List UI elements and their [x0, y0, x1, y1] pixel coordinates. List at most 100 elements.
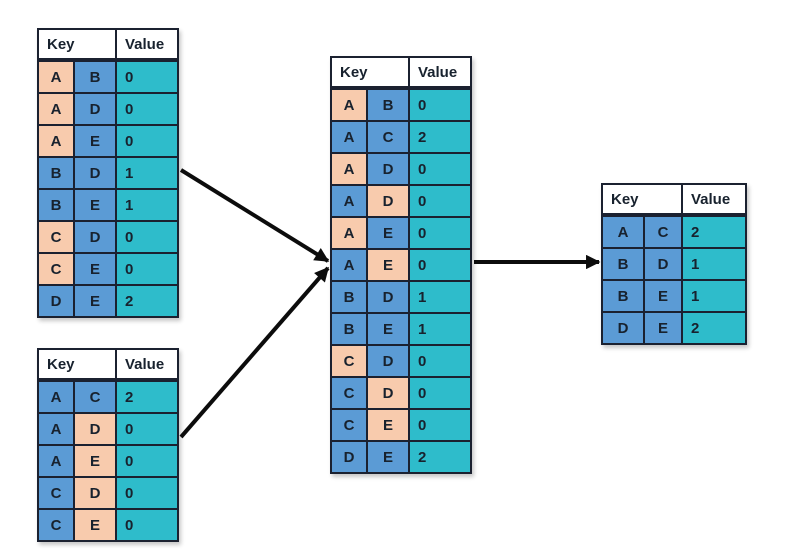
key1-cell: D — [39, 286, 73, 316]
value-cell: 1 — [410, 282, 470, 312]
key-column-header: Key — [39, 30, 115, 58]
key2-cell: B — [368, 90, 408, 120]
key-column-header: Key — [332, 58, 408, 86]
key2-cell: D — [368, 378, 408, 408]
value-cell: 0 — [410, 90, 470, 120]
key2-cell: E — [645, 313, 681, 343]
key1-cell: C — [39, 254, 73, 284]
key1-cell: A — [39, 414, 73, 444]
key2-cell: E — [75, 286, 115, 316]
value-column-header: Value — [410, 58, 470, 86]
key2-cell: D — [75, 478, 115, 508]
value-cell: 2 — [117, 382, 177, 412]
key1-cell: A — [332, 186, 366, 216]
value-cell: 2 — [683, 217, 745, 247]
value-cell: 1 — [683, 249, 745, 279]
value-cell: 0 — [117, 62, 177, 92]
value-cell: 2 — [117, 286, 177, 316]
key1-cell: B — [39, 190, 73, 220]
key2-cell: D — [645, 249, 681, 279]
value-cell: 1 — [410, 314, 470, 344]
key1-cell: D — [332, 442, 366, 472]
value-cell: 0 — [117, 414, 177, 444]
key1-cell: A — [332, 154, 366, 184]
key2-cell: E — [75, 510, 115, 540]
key1-cell: C — [39, 510, 73, 540]
key1-cell: A — [332, 122, 366, 152]
key1-cell: C — [332, 410, 366, 440]
key2-cell: C — [75, 382, 115, 412]
key1-cell: C — [332, 346, 366, 376]
key2-cell: E — [368, 218, 408, 248]
key2-cell: D — [75, 94, 115, 124]
key2-cell: E — [368, 314, 408, 344]
value-cell: 1 — [117, 190, 177, 220]
key2-cell: D — [368, 282, 408, 312]
key1-cell: B — [603, 249, 643, 279]
value-cell: 2 — [410, 442, 470, 472]
key-column-header: Key — [39, 350, 115, 378]
key2-cell: D — [75, 414, 115, 444]
key2-cell: E — [75, 254, 115, 284]
arrow-bottom-input-to-merged — [179, 266, 330, 439]
key1-cell: C — [332, 378, 366, 408]
key1-cell: B — [603, 281, 643, 311]
key1-cell: A — [39, 446, 73, 476]
key2-cell: D — [368, 186, 408, 216]
key1-cell: B — [39, 158, 73, 188]
arrow-top-input-to-merged — [179, 168, 330, 263]
value-column-header: Value — [117, 350, 177, 378]
value-cell: 2 — [410, 122, 470, 152]
key2-cell: C — [645, 217, 681, 247]
key2-cell: D — [368, 154, 408, 184]
value-cell: 1 — [683, 281, 745, 311]
key2-cell: C — [368, 122, 408, 152]
key2-cell: D — [368, 346, 408, 376]
value-cell: 0 — [410, 346, 470, 376]
key1-cell: B — [332, 282, 366, 312]
value-cell: 0 — [117, 254, 177, 284]
value-cell: 2 — [683, 313, 745, 343]
key1-cell: A — [39, 382, 73, 412]
key1-cell: A — [603, 217, 643, 247]
key2-cell: E — [368, 250, 408, 280]
key2-cell: D — [75, 158, 115, 188]
key1-cell: A — [332, 250, 366, 280]
key1-cell: A — [39, 94, 73, 124]
key2-cell: B — [75, 62, 115, 92]
value-cell: 0 — [117, 478, 177, 508]
key1-cell: A — [332, 90, 366, 120]
value-cell: 0 — [117, 126, 177, 156]
key2-cell: E — [75, 190, 115, 220]
value-cell: 0 — [117, 510, 177, 540]
key1-cell: B — [332, 314, 366, 344]
value-cell: 0 — [410, 378, 470, 408]
value-cell: 0 — [117, 446, 177, 476]
key2-cell: E — [75, 126, 115, 156]
key2-cell: D — [75, 222, 115, 252]
value-cell: 0 — [117, 94, 177, 124]
value-cell: 0 — [410, 154, 470, 184]
key2-cell: E — [75, 446, 115, 476]
value-cell: 0 — [410, 218, 470, 248]
key-column-header: Key — [603, 185, 681, 213]
key1-cell: D — [603, 313, 643, 343]
key2-cell: E — [645, 281, 681, 311]
key1-cell: A — [332, 218, 366, 248]
key1-cell: A — [39, 126, 73, 156]
key1-cell: A — [39, 62, 73, 92]
value-cell: 0 — [410, 410, 470, 440]
value-cell: 0 — [410, 186, 470, 216]
key2-cell: E — [368, 410, 408, 440]
value-column-header: Value — [117, 30, 177, 58]
key2-cell: E — [368, 442, 408, 472]
value-cell: 0 — [117, 222, 177, 252]
value-cell: 0 — [410, 250, 470, 280]
value-column-header: Value — [683, 185, 745, 213]
key1-cell: C — [39, 478, 73, 508]
